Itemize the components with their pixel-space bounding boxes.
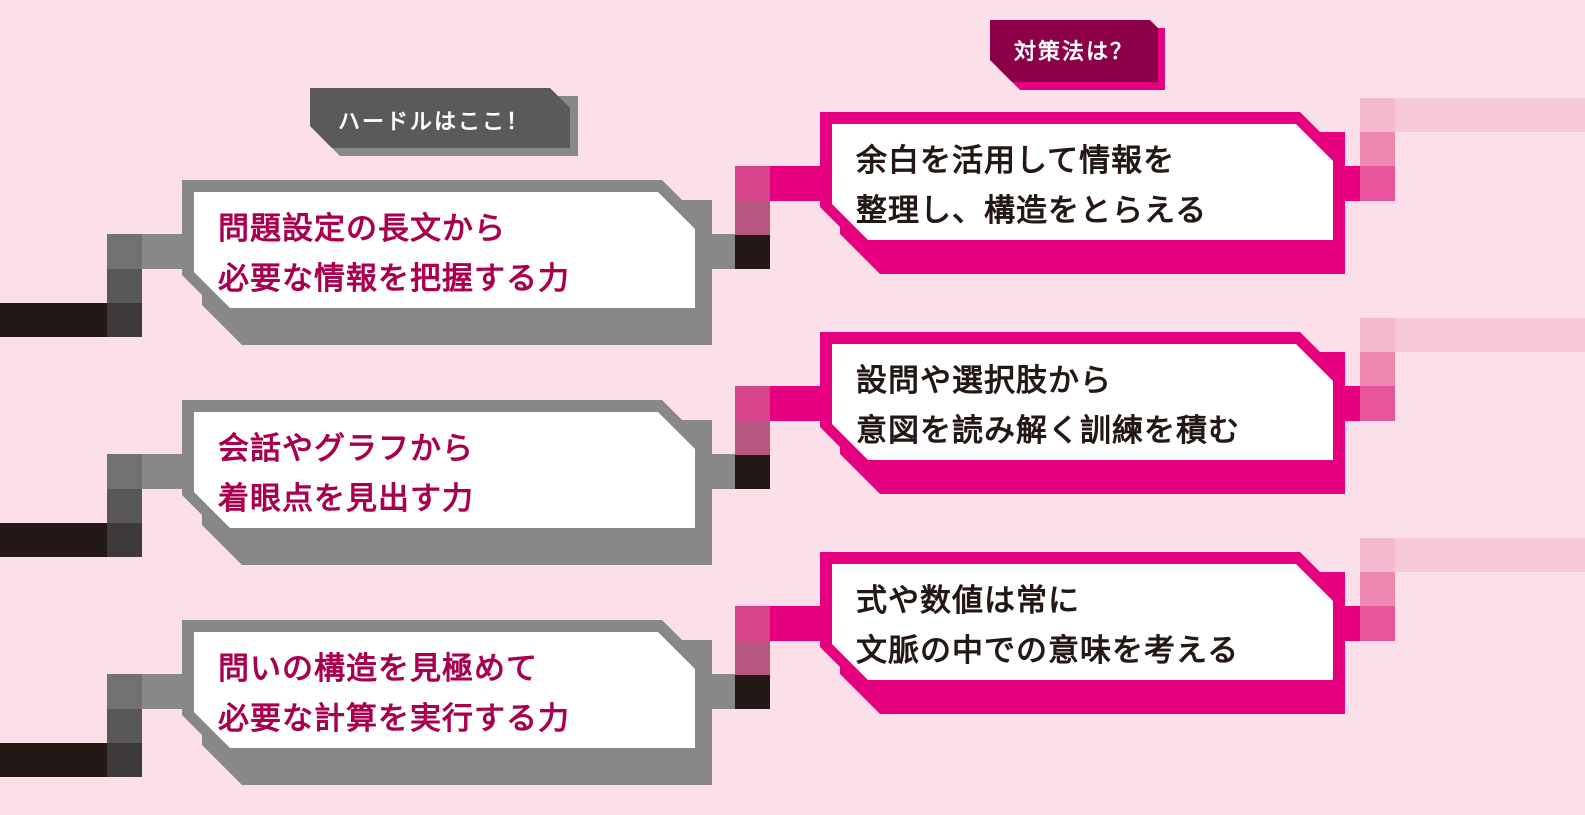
countermeasure-label-text: 対策法は？ <box>1014 40 1135 65</box>
solution-text-3-line-2: 文脈の中での意味を考える <box>856 633 1240 669</box>
connector-right-2-step-c <box>1360 386 1395 421</box>
connector-mid-3-step-a <box>735 606 770 641</box>
connector-mid-1-step-c <box>735 235 770 269</box>
solution-box-3 <box>820 552 1345 714</box>
connector-right-1-step-a <box>1360 98 1395 132</box>
solution-text-1-line-1: 余白を活用して情報を <box>856 143 1176 179</box>
connector-right-2-step-a <box>1360 318 1395 352</box>
hurdle-box-2 <box>182 400 712 565</box>
countermeasure-label: 対策法は？ <box>990 20 1175 90</box>
connector-right-3-step-a <box>1360 538 1395 572</box>
solution-box-1 <box>820 112 1345 274</box>
connector-left-2-link <box>142 454 187 489</box>
connector-mid-3-link-gray <box>705 674 740 709</box>
connector-left-3-step-b <box>107 709 142 743</box>
connector-mid-1-step-b <box>735 201 770 235</box>
connector-right-3-step-b <box>1360 572 1395 606</box>
connector-mid-3-step-c <box>735 675 770 709</box>
solution-text-2-line-1: 設問や選択肢から <box>856 363 1112 399</box>
connector-mid-3-step-b <box>735 641 770 675</box>
connector-mid-1-link-gray <box>705 234 740 269</box>
hurdle-box-3 <box>182 620 712 785</box>
hurdle-text-1: 問題設定の長文から 必要な情報を把握する力 <box>218 204 570 304</box>
connector-mid-2-step-b <box>735 421 770 455</box>
connector-right-1-tail <box>1395 98 1585 132</box>
connector-left-1-step-b <box>107 269 142 303</box>
solution-text-2: 設問や選択肢から 意図を読み解く訓練を積む <box>856 356 1240 456</box>
connector-mid-2-step-c <box>735 455 770 489</box>
solution-text-2-line-2: 意図を読み解く訓練を積む <box>856 413 1240 449</box>
hurdle-text-3: 問いの構造を見極めて 必要な計算を実行する力 <box>218 644 570 744</box>
solution-text-1: 余白を活用して情報を 整理し、構造をとらえる <box>856 136 1207 236</box>
connector-right-1-step-c <box>1360 166 1395 201</box>
connector-left-3-step-c <box>107 743 142 777</box>
hurdle-box-1 <box>182 180 712 345</box>
connector-right-2-tail <box>1395 318 1585 352</box>
hurdle-label: ハードルはここ！ <box>310 88 580 158</box>
connector-left-2-step-c <box>107 523 142 557</box>
connector-left-2-step-b <box>107 489 142 523</box>
hurdle-text-2-line-1: 会話やグラフから <box>218 431 474 467</box>
solution-text-3: 式や数値は常に 文脈の中での意味を考える <box>856 576 1239 676</box>
connector-left-1-step-c <box>107 303 142 337</box>
connector-right-3-tail <box>1395 538 1585 572</box>
connector-left-3-link <box>142 674 187 709</box>
connector-left-2-step-a <box>107 454 142 489</box>
connector-left-3-step-a <box>107 674 142 709</box>
connector-right-3-step-c <box>1360 606 1395 641</box>
connector-mid-1-step-a <box>735 166 770 201</box>
hurdle-text-1-line-1: 問題設定の長文から <box>218 211 506 247</box>
solution-text-3-line-1: 式や数値は常に <box>856 583 1080 619</box>
connector-right-1-step-b <box>1360 132 1395 166</box>
hurdle-text-1-line-2: 必要な情報を把握する力 <box>218 261 570 297</box>
hurdle-label-text: ハードルはここ！ <box>338 110 531 135</box>
solution-text-1-line-2: 整理し、構造をとらえる <box>856 193 1208 229</box>
solution-box-2 <box>820 332 1345 494</box>
hurdle-text-3-line-1: 問いの構造を見極めて <box>218 651 538 687</box>
connector-mid-2-link-gray <box>705 454 740 489</box>
hurdle-text-3-line-2: 必要な計算を実行する力 <box>218 701 570 737</box>
connector-left-1-step-a <box>107 234 142 269</box>
connector-left-1-link <box>142 234 187 269</box>
connector-right-2-step-b <box>1360 352 1395 386</box>
hurdle-text-2-line-2: 着眼点を見出す力 <box>218 481 474 517</box>
connector-mid-2-step-a <box>735 386 770 421</box>
hurdle-text-2: 会話やグラフから 着眼点を見出す力 <box>218 424 474 524</box>
